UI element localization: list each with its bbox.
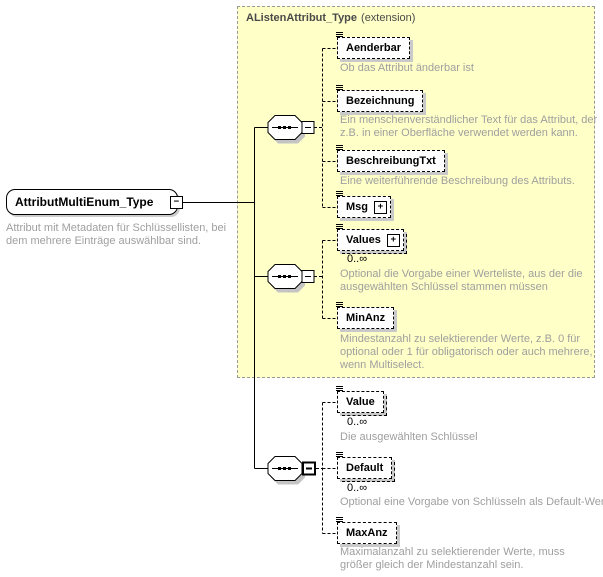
element-label: Msg <box>346 201 368 213</box>
extension-title: AListenAttribut_Type(extension) <box>246 12 415 24</box>
element-label: Value <box>346 396 375 408</box>
collapse-icon[interactable] <box>301 121 315 134</box>
type-indicator-icon <box>336 386 343 392</box>
sequence-icon[interactable] <box>267 264 315 293</box>
solid-connectors <box>182 127 268 469</box>
type-indicator-icon <box>336 191 343 197</box>
occurrence-label-value: 0..∞ <box>347 416 368 428</box>
description-bezeichnung: Ein menschenverständlicher Text für das … <box>340 114 598 139</box>
element-label: Default <box>346 462 384 474</box>
collapse-icon[interactable] <box>302 461 316 476</box>
element-box-aenderbar[interactable]: Aenderbar <box>336 32 411 59</box>
element-box-minanz[interactable]: MinAnz <box>336 302 395 329</box>
element-label: Bezeichnung <box>346 95 415 107</box>
type-indicator-icon <box>336 517 343 523</box>
sequence-icon[interactable] <box>267 115 315 144</box>
description-default: Optional eine Vorgabe von Schlüsseln als… <box>340 496 603 508</box>
element-label: BeschreibungTxt <box>346 155 436 167</box>
type-indicator-icon <box>336 85 343 91</box>
description-minanz: Mindestanzahl zu selektierender Werte, z… <box>340 333 593 371</box>
description-maxanz: Maximalanzahl zu selektierender Werte, m… <box>340 546 565 571</box>
element-box-msg[interactable]: Msg + <box>336 191 391 218</box>
collapse-icon[interactable] <box>301 270 315 283</box>
description-value: Die ausgewählten Schlüssel <box>340 431 478 443</box>
element-box-beschreibungtxt[interactable]: BeschreibungTxt <box>336 145 445 172</box>
description-values: Optional die Vorgabe einer Werteliste, a… <box>340 268 583 293</box>
element-box-value[interactable]: Value <box>336 386 387 416</box>
element-label: Values <box>346 234 381 246</box>
root-description: Attribut mit Metadaten für Schlüssellist… <box>6 222 227 247</box>
root-element-box[interactable]: AttributMultiEnum_Type <box>6 189 178 215</box>
type-indicator-icon <box>336 32 343 38</box>
element-label: MaxAnz <box>346 527 388 539</box>
type-indicator-icon <box>336 224 343 230</box>
element-label: MinAnz <box>346 312 386 324</box>
occurrence-label-values: 0..∞ <box>347 253 368 265</box>
dashed-connectors <box>314 48 337 534</box>
type-indicator-icon <box>336 302 343 308</box>
element-box-bezeichnung[interactable]: Bezeichnung <box>336 85 424 112</box>
description-aenderbar: Ob das Attribut änderbar ist <box>340 62 474 74</box>
element-box-default[interactable]: Default <box>336 452 396 482</box>
element-box-maxanz[interactable]: MaxAnz <box>336 517 397 544</box>
occurrence-label-default: 0..∞ <box>347 482 368 494</box>
sequence-icon[interactable] <box>267 456 316 485</box>
element-box-values[interactable]: Values + <box>336 224 407 254</box>
extension-suffix: (extension) <box>361 12 416 24</box>
extension-container <box>237 6 595 378</box>
expand-icon[interactable]: + <box>386 234 400 247</box>
description-beschreibungtxt: Eine weiterführende Beschreibung des Att… <box>340 175 575 187</box>
root-element-label: AttributMultiEnum_Type <box>15 195 154 209</box>
type-indicator-icon <box>336 145 343 151</box>
element-label: Aenderbar <box>346 42 402 54</box>
extension-type-name: AListenAttribut_Type <box>246 12 358 24</box>
expand-icon[interactable]: + <box>374 201 387 214</box>
type-indicator-icon <box>336 452 343 458</box>
root-collapse-toggle[interactable]: − <box>170 196 183 209</box>
